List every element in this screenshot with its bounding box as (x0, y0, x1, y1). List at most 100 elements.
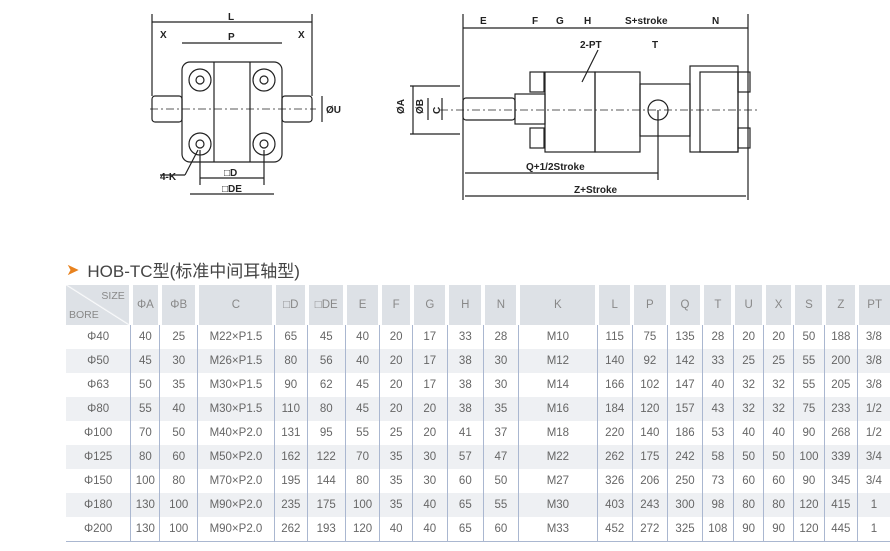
table-cell: 35 (159, 373, 198, 397)
table-cell: 339 (823, 445, 858, 469)
table-cell: 20 (732, 325, 764, 349)
side-view (410, 14, 760, 200)
table-cell: 55 (792, 349, 825, 373)
table-cell: 20 (411, 397, 448, 421)
table-cell: 25 (159, 325, 198, 349)
table-cell: 35 (379, 469, 413, 493)
table-cell: M50×P2.0 (196, 445, 275, 469)
table-cell: 40 (379, 517, 413, 542)
front-view (150, 14, 323, 195)
table-cell: 102 (631, 373, 668, 397)
table-cell: 175 (631, 445, 668, 469)
table-cell: 32 (763, 397, 794, 421)
table-cell: 193 (306, 517, 346, 542)
table-cell: 65 (273, 325, 308, 349)
table-cell: 90 (792, 469, 825, 493)
table-cell: 20 (379, 325, 413, 349)
bore-cell: Φ100 (83, 427, 113, 439)
table-cell: 40 (130, 325, 160, 349)
table-cell: 20 (763, 325, 794, 349)
table-cell: 80 (344, 469, 380, 493)
table-cell: 75 (631, 325, 668, 349)
table-cell: 40 (344, 325, 380, 349)
table-cell: 20 (411, 421, 448, 445)
table-cell: 33 (446, 325, 484, 349)
table-cell: 445 (823, 517, 858, 542)
table-cell: 108 (701, 517, 734, 542)
table-cell: 57 (446, 445, 484, 469)
label-U: ØU (326, 105, 341, 116)
table-cell: M22×P1.5 (196, 325, 275, 349)
column-header: □D (272, 285, 308, 325)
table-cell: M40×P2.0 (196, 421, 275, 445)
label-PT: 2-PT (580, 40, 602, 51)
table-cell: 56 (306, 349, 346, 373)
label-G: G (556, 16, 564, 27)
table-cell: M70×P2.0 (196, 469, 275, 493)
table-cell: 45 (344, 397, 380, 421)
table-cell: 403 (596, 493, 633, 517)
bore-cell: Φ180 (66, 493, 131, 517)
table-cell: 53 (701, 421, 734, 445)
table-cell: 50 (482, 469, 519, 493)
table-cell: 100 (130, 469, 160, 493)
table-cell: 205 (823, 373, 858, 397)
table-cell: 80 (159, 469, 198, 493)
table-cell: M16 (517, 397, 598, 421)
table-cell: 120 (792, 493, 825, 517)
table-cell: 147 (667, 373, 703, 397)
table-cell: 162 (273, 445, 308, 469)
table-cell: 131 (273, 421, 308, 445)
bore-cell: Φ80 (66, 397, 131, 421)
table-cell: 3/4 (856, 469, 890, 493)
table-cell: 100 (159, 517, 198, 542)
table-cell: 220 (596, 421, 633, 445)
table-cell: 40 (411, 517, 448, 542)
table-cell: 120 (631, 397, 668, 421)
table-cell: 90 (273, 373, 308, 397)
table-cell: 70 (344, 445, 380, 469)
table-cell: 80 (732, 493, 764, 517)
bore-cell: Φ63 (87, 379, 110, 391)
table-cell: 135 (667, 325, 703, 349)
label-N: N (712, 16, 719, 27)
column-header: N (481, 285, 519, 325)
table-cell: 300 (667, 493, 703, 517)
table-cell: 122 (306, 445, 346, 469)
table-cell: 28 (482, 325, 519, 349)
table-cell: 200 (823, 349, 858, 373)
table-cell: 40 (159, 397, 198, 421)
bore-label: BORE (69, 309, 99, 321)
table-cell: 100 (344, 493, 380, 517)
table-cell: 40 (732, 421, 764, 445)
table-cell: 40 (411, 493, 448, 517)
table-cell: 38 (446, 397, 484, 421)
table-cell: 188 (823, 325, 858, 349)
table-cell: M33 (517, 517, 598, 542)
table-cell: 415 (823, 493, 858, 517)
table-cell: 32 (732, 397, 764, 421)
table-cell: 62 (306, 373, 346, 397)
table-cell: 47 (482, 445, 519, 469)
column-header: F (377, 285, 413, 325)
table-cell: 250 (667, 469, 703, 493)
table-cell: 60 (482, 517, 519, 542)
table-cell: 17 (411, 373, 448, 397)
label-Q: Q+1/2Stroke (526, 162, 585, 173)
section-title-text: HOB-TC型(标准中间耳轴型) (87, 262, 300, 281)
label-L: L (228, 12, 234, 23)
table-cell: 17 (411, 325, 448, 349)
label-H: H (584, 16, 591, 27)
table-cell: 28 (701, 325, 734, 349)
table-cell: M27 (517, 469, 598, 493)
table-cell: 37 (482, 421, 519, 445)
table-cell: 33 (701, 349, 734, 373)
table-cell: 50 (130, 373, 160, 397)
table-cell: 242 (667, 445, 703, 469)
column-header: Z (822, 285, 858, 325)
column-header: E (343, 285, 380, 325)
table-cell: 1 (856, 493, 890, 517)
